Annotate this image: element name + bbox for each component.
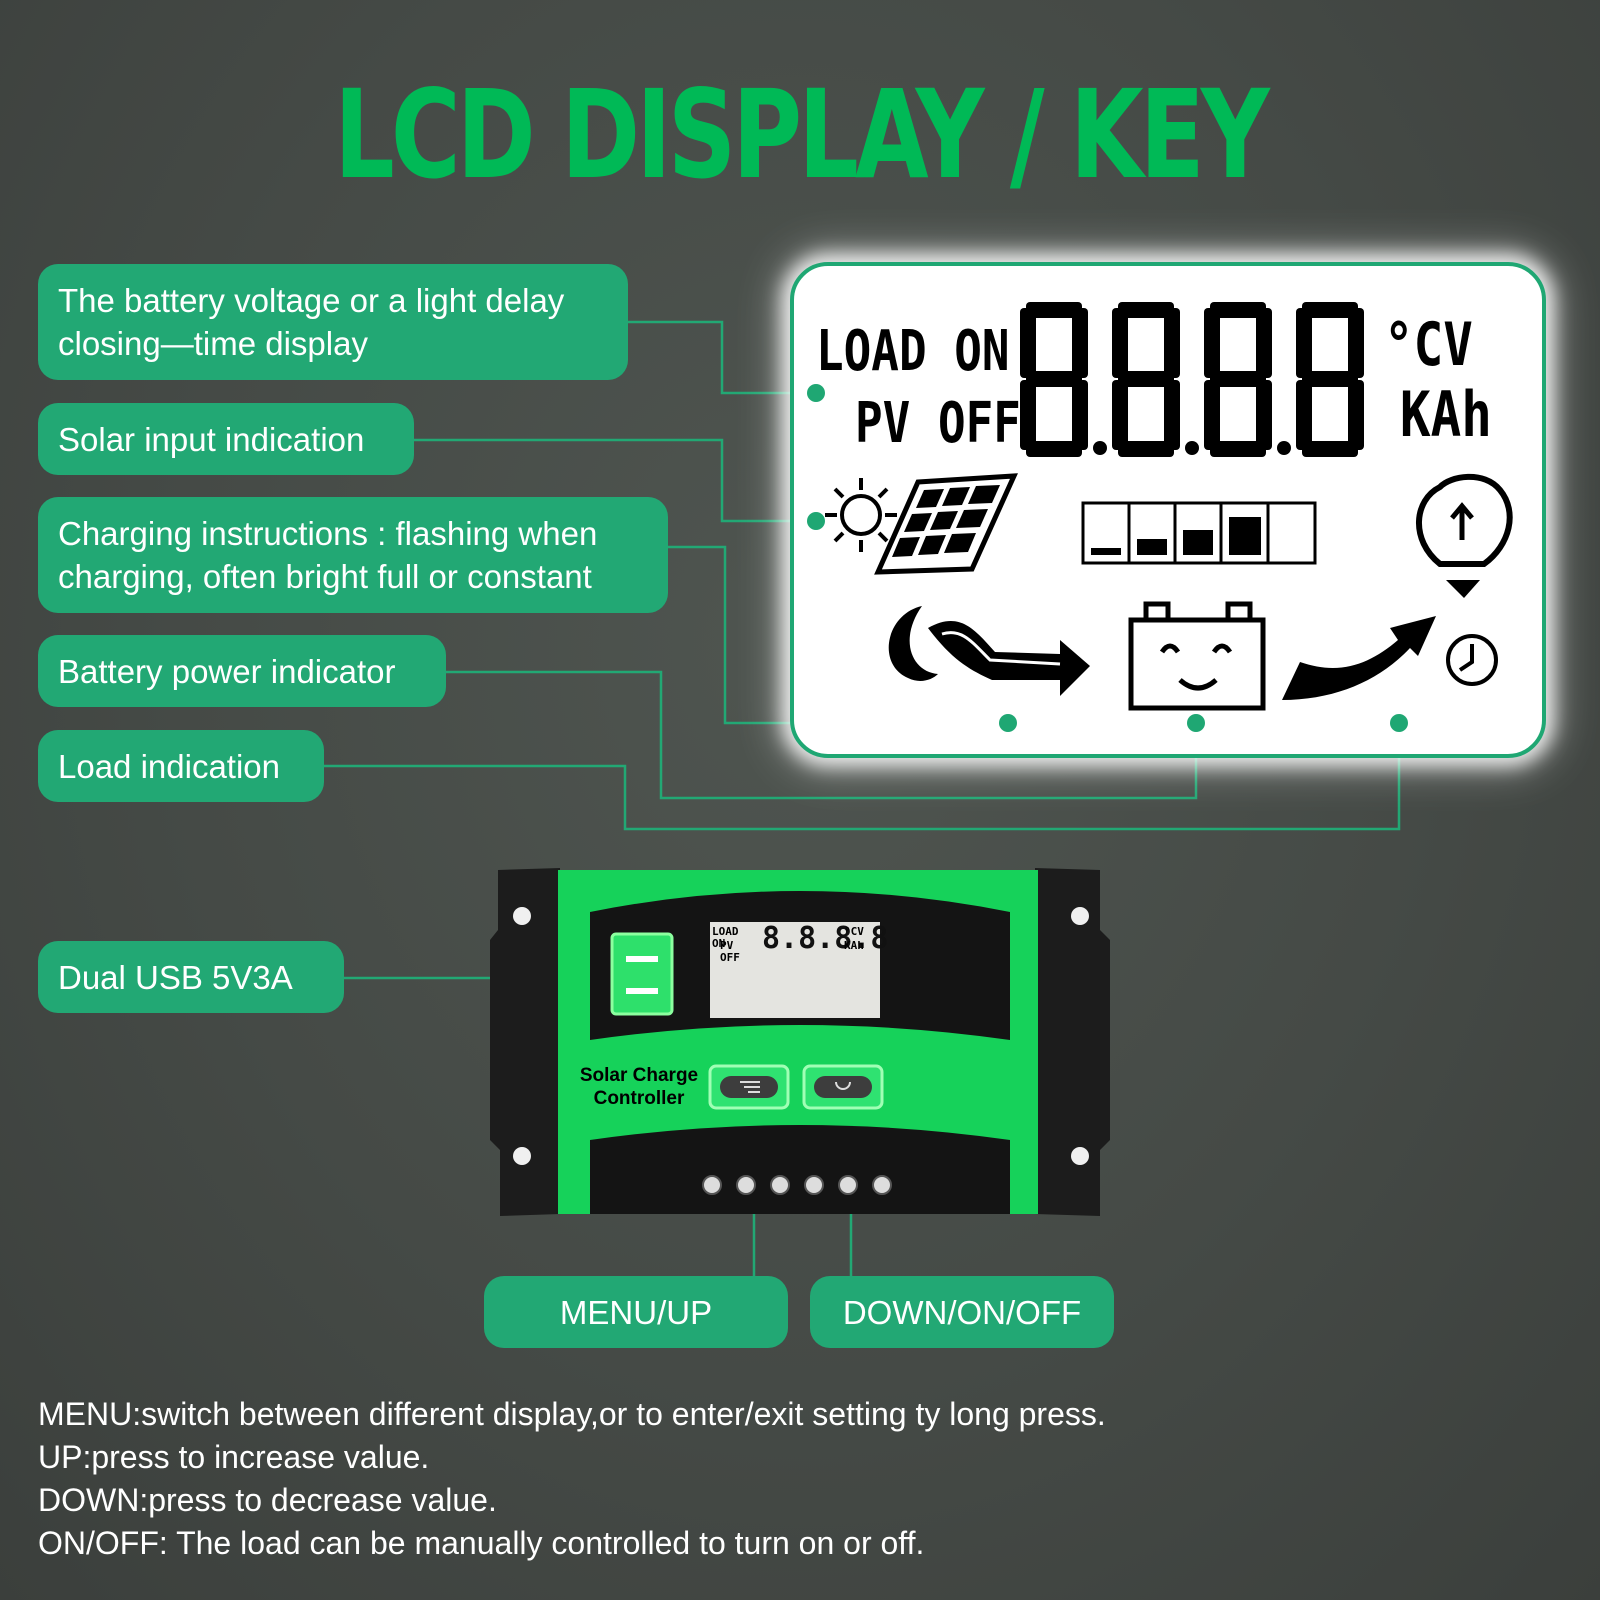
note-on-off: ON/OFF: The load can be manually control… [38, 1525, 925, 1561]
lcd-digit-1 [1020, 302, 1107, 457]
mini-lcd-units-top: °CV [844, 925, 864, 938]
indicator-dots [807, 384, 1408, 732]
device-label-line1: Solar Charge [579, 1065, 699, 1086]
usb-port-icon [610, 932, 674, 1016]
lcd-digit-3 [1204, 302, 1291, 457]
lcd-digit-2 [1112, 302, 1199, 457]
note-down: DOWN:press to decrease value. [38, 1482, 497, 1518]
menu-button-icon [708, 1064, 790, 1110]
battery-face-icon [1128, 601, 1266, 711]
device-label-line2: Controller [593, 1088, 685, 1109]
note-menu: MENU:switch between different display,or… [38, 1396, 1106, 1432]
device-label: Solar Charge Controller [564, 1064, 714, 1110]
callout-load: Load indication [38, 730, 324, 802]
callout-battery-voltage: The battery voltage or a light delay clo… [38, 264, 628, 380]
mini-lcd-units-bottom: KAh [844, 939, 864, 952]
callout-battery-voltage-line1: The battery voltage or a light delay [58, 282, 565, 319]
light-bulb-icon [1416, 473, 1513, 598]
callout-battery-voltage-line2: closing—time display [58, 325, 368, 362]
callout-charging-line1: Charging instructions : flashing when [58, 515, 598, 552]
lcd-digit-4 [1296, 302, 1364, 457]
page-title: LCD DISPLAY / KEY [334, 64, 1270, 206]
arrow-icon [928, 621, 1090, 696]
arrow-icon [1282, 616, 1436, 700]
mini-lcd-load-on: LOAD ON [712, 925, 739, 950]
callout-charging: Charging instructions : flashing when ch… [38, 497, 668, 613]
callout-down-on-off: DOWN/ON/OFF [810, 1276, 1114, 1348]
mini-lcd-pv-off: PV OFF [720, 939, 740, 964]
mini-lcd-digits: 8.8.8.8 [762, 921, 889, 956]
note-up: UP:press to increase value. [38, 1439, 430, 1475]
power-button-icon [802, 1064, 884, 1110]
lcd-units-bottom: KAh [1400, 378, 1492, 451]
sun-icon [825, 478, 897, 552]
lcd-pv-off: PV OFF [855, 391, 1021, 456]
callout-solar-input: Solar input indication [38, 403, 414, 475]
callout-battery-power: Battery power indicator [38, 635, 446, 707]
callout-usb: Dual USB 5V3A [38, 941, 344, 1013]
solar-panel-icon [874, 473, 1018, 575]
lcd-load-on: LOAD ON [816, 319, 1010, 384]
clock-icon [1446, 634, 1498, 686]
terminal-screw-icon [702, 1175, 892, 1195]
callout-menu-up: MENU/UP [484, 1276, 788, 1348]
battery-level-icon [1081, 501, 1317, 565]
key-notes: MENU:switch between different display,or… [38, 1393, 1106, 1565]
lcd-units-top: °CV [1384, 310, 1473, 380]
callout-charging-line2: charging, often bright full or constant [58, 558, 592, 595]
moon-icon [888, 606, 938, 681]
lcd-digits-display [1020, 302, 1364, 457]
